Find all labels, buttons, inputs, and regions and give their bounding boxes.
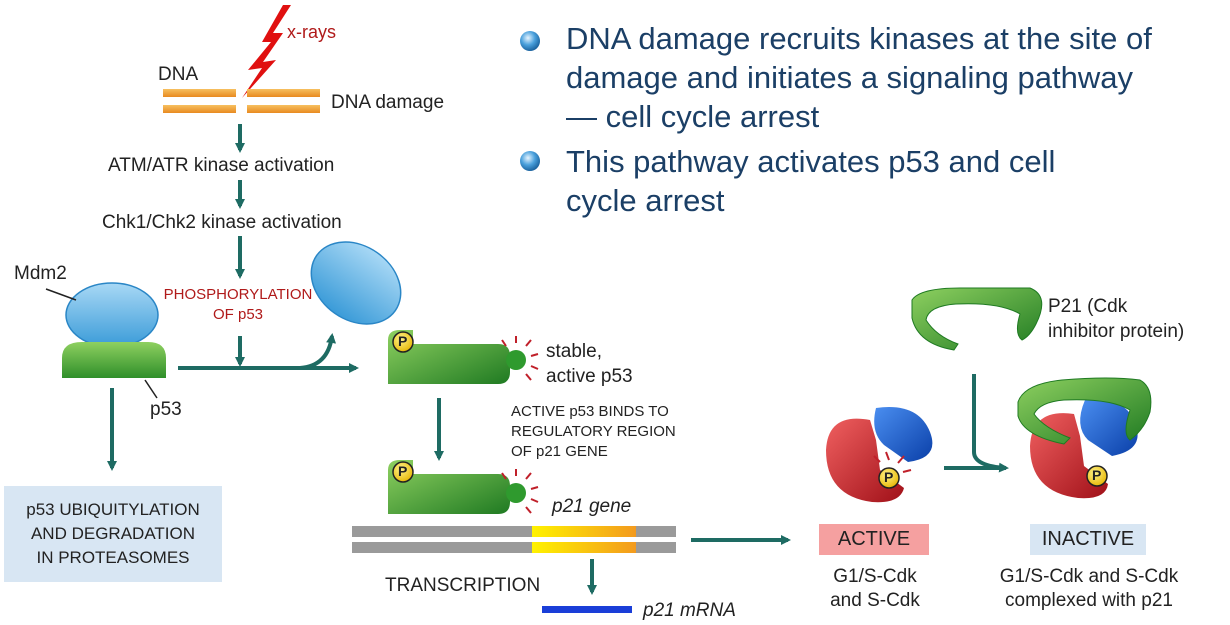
phos-line-2: OF p53 — [212, 306, 264, 323]
phospho-label: P — [398, 333, 408, 349]
inactive-description: G1/S-Cdk and S-Cdk complexed with p21 — [985, 565, 1193, 613]
bullet-text-2: This pathway activates p53 and cell cycl… — [566, 142, 1206, 220]
bullet-2-line-2: cycle arrest — [566, 183, 725, 218]
active-description: G1/S-Cdk and S-Cdk — [800, 565, 950, 613]
dna-label: DNA — [158, 64, 199, 85]
p21-mrna-strand — [542, 606, 632, 613]
p21-prot-line-1: P21 (Cdk — [1048, 296, 1128, 317]
ubiquitylation-box — [4, 486, 222, 582]
phospho-icon — [1086, 465, 1108, 487]
inactive-label-bg — [1030, 524, 1146, 555]
mdm2-released — [310, 241, 402, 325]
mdm2-label: Mdm2 — [14, 263, 67, 284]
inactive-label: INACTIVE — [1041, 528, 1135, 550]
p21-mrna-label: p21 mRNA — [643, 600, 736, 621]
bullet-1-line-3: — cell cycle arrest — [566, 99, 820, 134]
mdm2-protein — [65, 282, 159, 348]
active-desc-line-2: and S-Cdk — [830, 590, 920, 611]
dna-strands — [163, 89, 320, 113]
active-cdk-complex — [826, 407, 933, 503]
ubiq-line-1: p53 UBIQUITYLATION — [26, 500, 200, 519]
inactive-desc-line-1: G1/S-Cdk and S-Cdk — [999, 566, 1179, 587]
bullet-icon — [520, 31, 540, 51]
p21-gene-label: p21 gene — [552, 496, 632, 517]
binds-line-1: ACTIVE p53 BINDS TO — [511, 403, 669, 420]
phospho-label: P — [398, 463, 408, 479]
phos-line-1: PHOSPHORYLATION — [163, 286, 313, 303]
phosphorylation-label: PHOSPHORYLATION OF p53 — [163, 286, 313, 323]
ubiquitylation-label: p53 UBIQUITYLATION AND DEGRADATION IN PR… — [4, 498, 222, 570]
p21-protein — [911, 287, 1043, 351]
p53-pointer-line — [144, 379, 158, 399]
atm-label: ATM/ATR kinase activation — [108, 155, 335, 176]
phospho-icon — [878, 467, 900, 489]
p21-prot-line-2: inhibitor protein) — [1048, 321, 1185, 342]
phospho-label: P — [884, 469, 894, 485]
active-label: ACTIVE — [837, 528, 911, 550]
phospho-icon — [392, 331, 414, 353]
binds-line-2: REGULATORY REGION — [511, 423, 676, 440]
mdm2-pointer-line — [45, 288, 77, 301]
lightning-icon — [242, 5, 291, 98]
bullet-icon — [520, 151, 540, 171]
binds-line-3: OF p21 GENE — [511, 443, 608, 460]
phospho-icon — [392, 461, 414, 483]
dna-damage-label: DNA damage — [331, 92, 445, 113]
bullet-1-line-1: DNA damage recruits kinases at the site … — [566, 21, 1152, 56]
bullet-text-1: DNA damage recruits kinases at the site … — [566, 19, 1206, 136]
p53-label: p53 — [150, 399, 182, 420]
chk-label: Chk1/Chk2 kinase activation — [102, 212, 342, 233]
ubiq-line-3: IN PROTEASOMES — [36, 548, 190, 567]
ubiq-line-2: AND DEGRADATION — [30, 524, 196, 543]
bullet-2-line-1: This pathway activates p53 and cell — [566, 144, 1056, 179]
phospho-label: P — [1092, 467, 1102, 483]
bullet-1-line-2: damage and initiates a signaling pathway — [566, 60, 1133, 95]
stable-line-1: stable, — [546, 341, 602, 362]
inactive-desc-line-2: complexed with p21 — [1005, 590, 1173, 611]
stable-active-label: stable, active p53 — [546, 339, 633, 389]
arrow-mdm2-release — [299, 333, 337, 370]
active-desc-line-1: G1/S-Cdk — [833, 566, 917, 587]
binds-label: ACTIVE p53 BINDS TO REGULATORY REGION OF… — [511, 402, 676, 462]
p21-gene-dna — [352, 526, 676, 553]
bound-p53-protein — [388, 460, 539, 514]
p21-protein-label: P21 (Cdk inhibitor protein) — [1048, 294, 1184, 344]
p53-protein — [62, 342, 166, 378]
active-p53-protein — [388, 330, 539, 384]
arrow-p21-inhibition — [972, 374, 1009, 473]
transcription-label: TRANSCRIPTION — [385, 575, 541, 596]
active-label-bg — [819, 524, 929, 555]
stable-line-2: active p53 — [546, 366, 633, 387]
inactive-cdk-complex — [1017, 377, 1152, 499]
xrays-label: x-rays — [287, 22, 336, 42]
